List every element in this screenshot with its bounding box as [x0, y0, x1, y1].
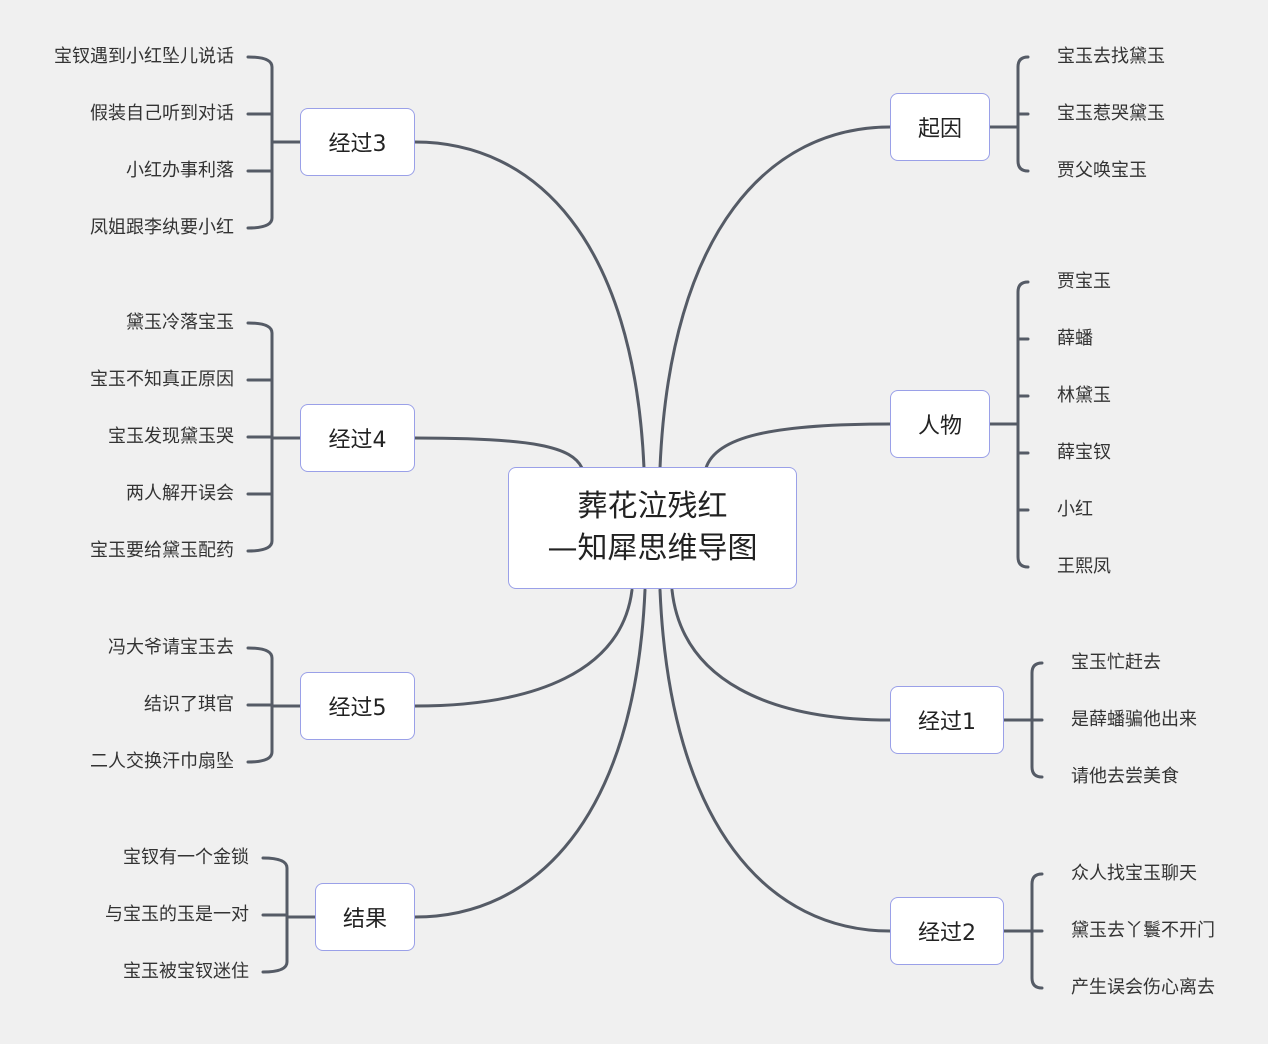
topic-node-left-2[interactable]: 经过5	[300, 672, 415, 740]
branch-line-left-2	[413, 588, 634, 708]
leaf-item-left-3-0[interactable]: 宝钗有一个金锁	[123, 847, 249, 868]
branch-line-left-0	[413, 140, 646, 470]
leaf-item-left-1-0[interactable]: 黛玉冷落宝玉	[126, 312, 234, 333]
leaf-item-right-1-5[interactable]: 王熙凤	[1057, 556, 1111, 577]
topic-node-right-3[interactable]: 经过2	[890, 897, 1004, 965]
leaf-item-right-1-1[interactable]: 薛蟠	[1057, 328, 1093, 349]
leaf-item-right-0-0[interactable]: 宝玉去找黛玉	[1057, 46, 1165, 67]
topic-node-left-0-label: 经过3	[328, 132, 387, 157]
topic-node-left-1[interactable]: 经过4	[300, 404, 415, 472]
topic-node-right-1-label: 人物	[917, 414, 962, 439]
bracket-right-1	[1016, 280, 1030, 569]
leaf-item-right-1-2[interactable]: 林黛玉	[1057, 385, 1111, 406]
topic-node-right-0[interactable]: 起因	[890, 93, 990, 161]
topic-node-left-2-label: 经过5	[328, 696, 387, 721]
leaf-item-left-3-2[interactable]: 宝玉被宝钗迷住	[123, 961, 249, 982]
leaf-item-right-2-1[interactable]: 是薛蟠骗他出来	[1071, 709, 1197, 730]
leaf-item-left-1-1[interactable]: 宝玉不知真正原因	[90, 369, 234, 390]
leaf-item-left-0-1[interactable]: 假装自己听到对话	[90, 103, 234, 124]
central-topic-title: 葬花泣残红	[577, 489, 728, 524]
topic-node-left-3[interactable]: 结果	[315, 883, 415, 951]
branch-line-right-2	[670, 588, 892, 722]
branch-line-right-0	[658, 125, 892, 470]
leaf-item-left-0-3[interactable]: 凤姐跟李纨要小红	[90, 217, 234, 238]
leaf-item-left-1-4[interactable]: 宝玉要给黛玉配药	[90, 540, 234, 561]
topic-node-right-3-label: 经过2	[918, 921, 976, 946]
leaf-item-right-1-3[interactable]: 薛宝钗	[1057, 442, 1111, 463]
leaf-item-right-2-2[interactable]: 请他去尝美食	[1071, 766, 1179, 787]
leaf-item-right-3-2[interactable]: 产生误会伤心离去	[1071, 977, 1215, 998]
leaf-item-left-3-1[interactable]: 与宝玉的玉是一对	[105, 904, 249, 925]
topic-node-left-3-label: 结果	[342, 907, 387, 932]
leaf-item-right-0-2[interactable]: 贾父唤宝玉	[1057, 160, 1147, 181]
branch-line-left-3	[413, 588, 647, 919]
topic-node-left-1-label: 经过4	[328, 428, 387, 453]
leaf-item-right-1-0[interactable]: 贾宝玉	[1057, 271, 1111, 292]
leaf-item-left-0-2[interactable]: 小红办事利落	[126, 160, 234, 181]
branch-line-left-1	[413, 436, 584, 470]
leaf-item-left-2-2[interactable]: 二人交换汗巾扇坠	[90, 751, 234, 772]
leaf-item-left-1-2[interactable]: 宝玉发现黛玉哭	[108, 426, 234, 447]
leaf-item-right-2-0[interactable]: 宝玉忙赶去	[1071, 652, 1161, 673]
leaf-item-left-0-0[interactable]: 宝钗遇到小红坠儿说话	[54, 46, 234, 67]
leaf-item-right-0-1[interactable]: 宝玉惹哭黛玉	[1057, 103, 1165, 124]
leaf-item-right-1-4[interactable]: 小红	[1057, 499, 1093, 520]
topic-node-left-0[interactable]: 经过3	[300, 108, 415, 176]
leaf-item-left-2-1[interactable]: 结识了琪官	[144, 694, 234, 715]
leaf-item-left-1-3[interactable]: 两人解开误会	[126, 483, 234, 504]
topic-node-right-0-label: 起因	[917, 117, 962, 142]
leaf-item-right-3-1[interactable]: 黛玉去丫鬟不开门	[1071, 920, 1215, 941]
bracket-left-0	[246, 55, 274, 230]
central-topic-subtitle: —知犀思维导图	[547, 531, 758, 566]
topic-node-right-1[interactable]: 人物	[890, 390, 990, 458]
topic-node-right-2-label: 经过1	[918, 710, 976, 735]
leaf-item-left-2-0[interactable]: 冯大爷请宝玉去	[108, 637, 234, 658]
leaf-item-right-3-0[interactable]: 众人找宝玉聊天	[1071, 863, 1197, 884]
branch-line-right-1	[704, 422, 892, 470]
central-topic[interactable]: 葬花泣残红 —知犀思维导图	[508, 467, 797, 589]
topic-node-right-2[interactable]: 经过1	[890, 686, 1004, 754]
branch-line-right-3	[658, 588, 892, 933]
